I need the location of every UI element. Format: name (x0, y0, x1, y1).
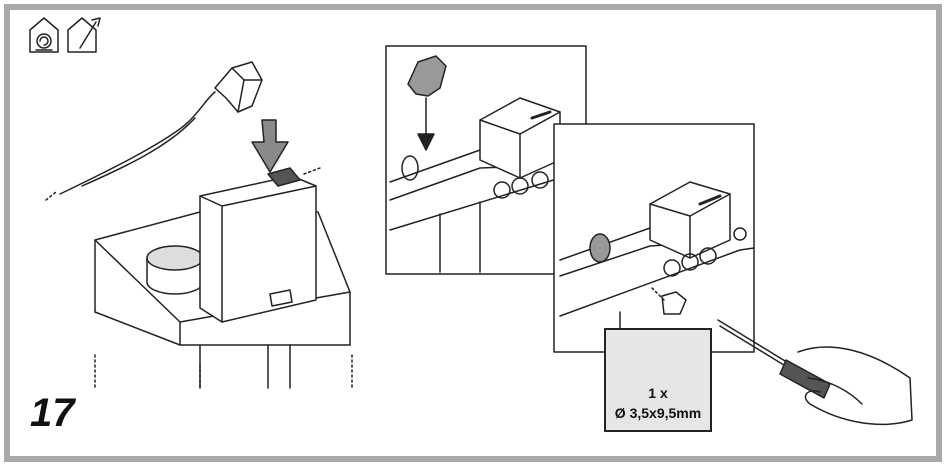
insert-arrow (251, 119, 289, 173)
screw-spec: Ø 3,5x9,5mm (614, 405, 702, 421)
screwdriver-hand (717, 319, 913, 426)
screw-quantity: 1 x (648, 385, 668, 401)
screw-fix-detail (559, 181, 755, 351)
step-number: 17 (30, 391, 75, 435)
hardware-callout: 1 x Ø 3,5x9,5mm (604, 328, 712, 432)
electronics-box (199, 167, 321, 323)
clip-detail (389, 55, 587, 273)
power-plug (45, 61, 263, 201)
ducted-mode-icon (67, 17, 101, 53)
recirculation-mode-icon (29, 17, 59, 53)
